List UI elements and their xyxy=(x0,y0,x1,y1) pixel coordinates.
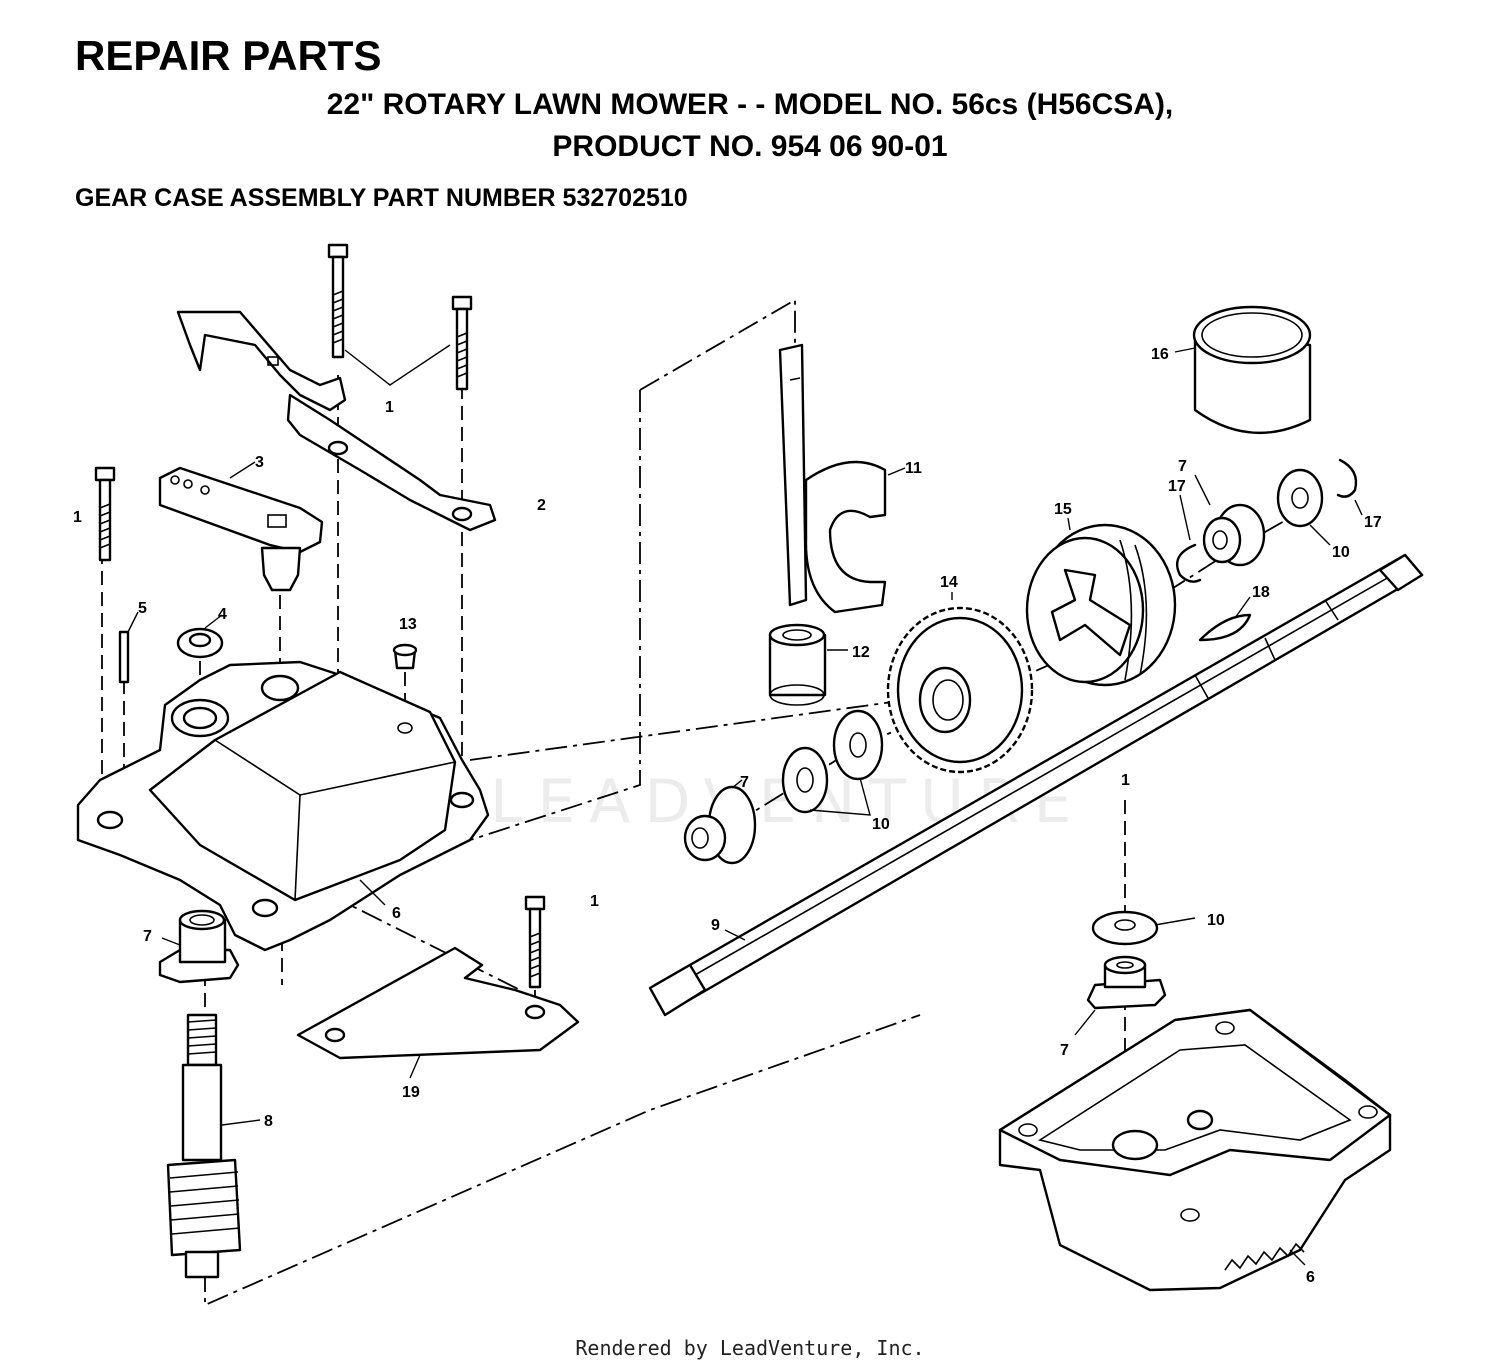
callout-15: 15 xyxy=(1054,501,1072,518)
callout-11: 11 xyxy=(905,460,922,477)
callout-7: 7 xyxy=(1178,458,1187,475)
bushing-part-7-center xyxy=(683,779,757,865)
washer-part-10-center xyxy=(781,709,884,816)
callout-7: 7 xyxy=(1060,1042,1069,1059)
callout-1: 1 xyxy=(385,399,394,416)
footer-credit: Rendered by LeadVenture, Inc. xyxy=(575,1336,925,1360)
washer-part-4 xyxy=(176,614,224,659)
clip-part-17-left xyxy=(1175,494,1202,583)
product-number: PRODUCT NO. 954 06 90-01 xyxy=(552,130,948,163)
model-subtitle: 22" ROTARY LAWN MOWER - - MODEL NO. 56cs… xyxy=(326,88,1174,121)
bolt-part-1 xyxy=(94,243,546,989)
washer-part-10-lower xyxy=(1091,910,1196,946)
callout-13: 13 xyxy=(399,616,417,633)
washer-part-10-right xyxy=(1276,468,1331,546)
callout-18: 18 xyxy=(1252,584,1270,601)
callout-7: 7 xyxy=(740,774,749,791)
callout-6: 6 xyxy=(392,905,401,922)
callout-14: 14 xyxy=(940,574,958,591)
plug-part-13 xyxy=(392,643,418,670)
plate-part-19 xyxy=(296,946,580,1079)
callout-9: 9 xyxy=(711,917,720,934)
callout-6: 6 xyxy=(1306,1269,1315,1286)
callout-2: 2 xyxy=(537,497,546,514)
gear-case-top-part-6 xyxy=(76,660,490,952)
callout-16: 16 xyxy=(1151,346,1169,363)
callout-12: 12 xyxy=(852,644,870,661)
clip-part-17-right xyxy=(1336,458,1363,516)
callout-4: 4 xyxy=(218,606,227,623)
key-part-18 xyxy=(1198,596,1252,642)
bushing-part-7-lower xyxy=(1074,955,1167,1036)
cup-part-16 xyxy=(1174,305,1312,435)
page-title: REPAIR PARTS xyxy=(75,32,382,79)
worm-shaft-part-8 xyxy=(166,1013,261,1279)
callout-10: 10 xyxy=(1332,544,1350,561)
spacer-part-12 xyxy=(768,623,848,706)
callout-10: 10 xyxy=(1207,912,1225,929)
callout-5: 5 xyxy=(138,600,147,617)
clutch-part-15 xyxy=(1025,517,1177,687)
pin-part-5 xyxy=(118,611,139,684)
callout-10: 10 xyxy=(872,816,890,833)
callout-1: 1 xyxy=(1121,772,1130,789)
callout-17: 17 xyxy=(1168,478,1186,495)
axle-shaft-part-9 xyxy=(648,553,1424,1017)
gear-case-bottom-part-6 xyxy=(998,1008,1392,1292)
bracket-part-2 xyxy=(176,310,497,532)
bushing-part-7-right xyxy=(1194,474,1266,567)
lever-part-3 xyxy=(158,461,324,592)
callout-1: 1 xyxy=(73,509,82,526)
gear-part-14 xyxy=(886,592,1034,774)
callout-labels: 1 1 1 1 2 3 4 5 6 6 7 7 7 7 8 9 10 10 10… xyxy=(73,346,1382,1286)
callout-1: 1 xyxy=(590,893,599,910)
callout-19: 19 xyxy=(402,1084,420,1101)
callout-3: 3 xyxy=(255,454,264,471)
bushing-part-7-left xyxy=(158,909,240,984)
assembly-part-number: GEAR CASE ASSEMBLY PART NUMBER 532702510 xyxy=(75,184,688,212)
callout-7: 7 xyxy=(143,928,152,945)
callout-17: 17 xyxy=(1364,514,1382,531)
shift-fork-part-11 xyxy=(778,343,906,614)
callout-8: 8 xyxy=(264,1113,273,1130)
